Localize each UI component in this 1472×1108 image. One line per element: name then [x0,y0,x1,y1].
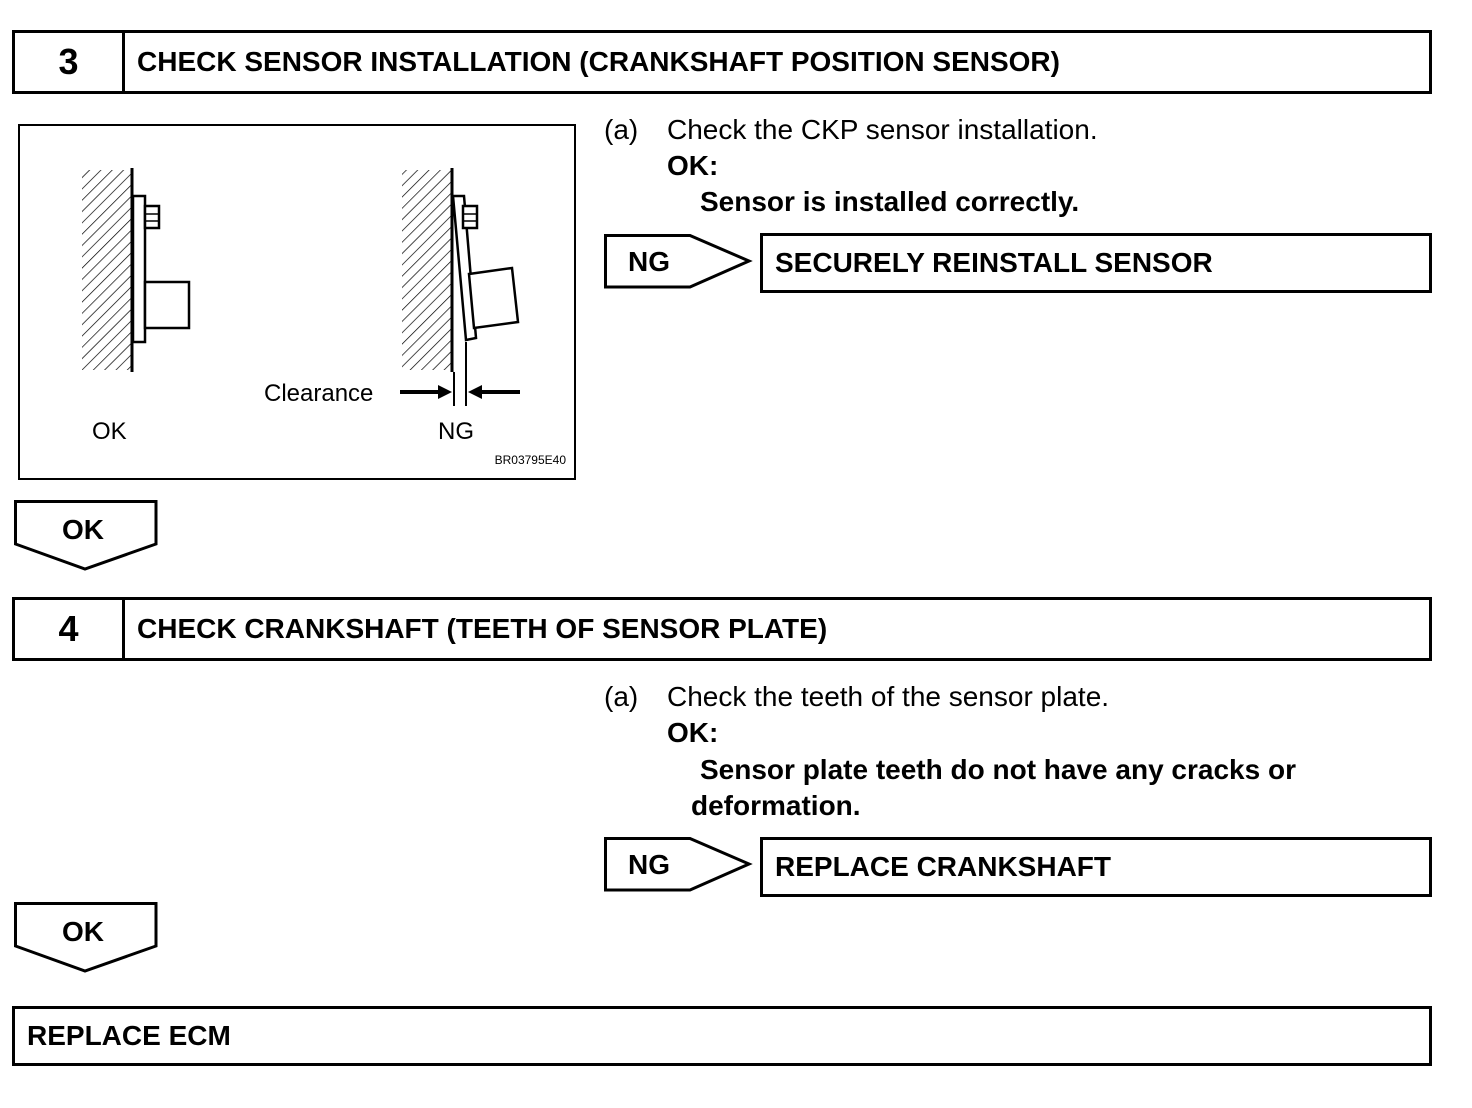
step-4-ng-tag: NG [628,849,670,880]
step-4-ng-action: REPLACE CRANKSHAFT [760,837,1432,897]
ng-caption: NG [438,418,474,445]
step-4-ok-tag: OK [62,916,104,947]
step-3-instruction: Check the CKP sensor installation. [667,114,1098,145]
step-3-header: 3 CHECK SENSOR INSTALLATION (CRANKSHAFT … [12,30,1432,94]
sensor-installation-diagram [82,168,520,406]
ng-wall-hatch [402,170,452,370]
ok-wall-hatch [82,170,132,370]
ng-sensor-flange [451,194,478,342]
ng-sensor-bolt [461,204,479,230]
ok-sensor-flange [131,194,147,344]
step-4-ok-criteria-line2: deformation. [691,790,861,821]
ng-sensor-body [467,266,520,330]
ok-caption: OK [92,418,127,445]
step-4-ok-criteria-line1: Sensor plate teeth do not have any crack… [700,754,1296,785]
ok-sensor-body [143,280,191,330]
final-action: REPLACE ECM [12,1006,1432,1066]
step-3-ng-tag: NG [628,246,670,277]
step-3-item-marker: (a) [604,114,639,145]
step-3-number: 3 [15,33,125,91]
step-3-ok-criteria: Sensor is installed correctly. [700,186,1080,217]
step-3-ok-tag-shape [14,500,158,571]
step-4-instruction: Check the teeth of the sensor plate. [667,681,1110,712]
step-3-ng-tag-shape [604,234,753,289]
step-4-header: 4 CHECK CRANKSHAFT (TEETH OF SENSOR PLAT… [12,597,1432,661]
step-4-item-marker: (a) [604,681,639,712]
step-4-ok-tag-shape [14,902,158,973]
step-4-title: CHECK CRANKSHAFT (TEETH OF SENSOR PLATE) [137,613,828,644]
step-3-ng-action: SECURELY REINSTALL SENSOR [760,233,1432,293]
step-4-ng-tag-shape [604,837,753,892]
ok-sensor-bolt [143,204,161,230]
step-4-number: 4 [15,600,125,658]
sensor-installation-figure: Clearance OK NG BR03795E40 [18,124,576,480]
clearance-label: Clearance [264,380,374,407]
step-3-ok-tag: OK [62,514,104,545]
step-3-ok-label: OK: [667,150,719,181]
step-4-ok-label: OK: [667,717,719,748]
figure-id: BR03795E40 [494,453,566,467]
step-3-title: CHECK SENSOR INSTALLATION (CRANKSHAFT PO… [137,46,1060,77]
